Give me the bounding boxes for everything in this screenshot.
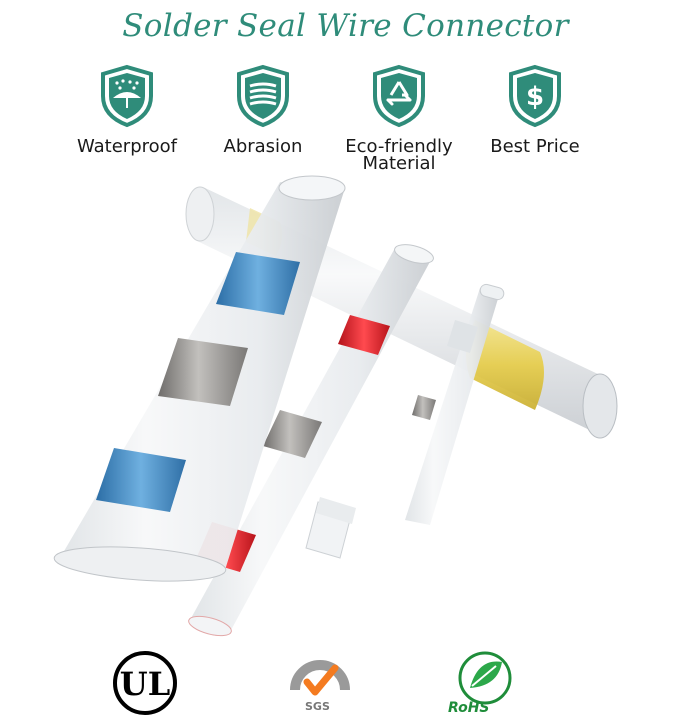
svg-text:$: $ bbox=[526, 82, 544, 112]
feature-label: Waterproof bbox=[76, 136, 177, 157]
feature-label: Eco-friendly Material bbox=[345, 136, 453, 174]
ul-text: UL bbox=[120, 665, 170, 703]
white-connector bbox=[305, 283, 505, 559]
ul-logo-icon: UL bbox=[113, 651, 177, 715]
blue-connector bbox=[53, 175, 346, 582]
feature-label: Abrasion bbox=[223, 136, 303, 157]
waterproof-shield-icon bbox=[101, 64, 153, 128]
feature-best-price: $ Best Price bbox=[460, 64, 610, 157]
abrasion-shield-icon bbox=[237, 64, 289, 128]
sgs-logo-icon bbox=[290, 660, 350, 696]
recycle-shield-icon bbox=[373, 64, 425, 128]
feature-abrasion: Abrasion bbox=[188, 64, 338, 157]
feature-waterproof: Waterproof bbox=[52, 64, 202, 157]
feature-eco-friendly: Eco-friendly Material bbox=[324, 64, 474, 174]
sgs-text: SGS bbox=[305, 700, 330, 713]
product-photo bbox=[53, 175, 618, 637]
rohs-text: RoHS bbox=[448, 700, 490, 716]
rohs-logo-icon bbox=[458, 651, 512, 705]
dollar-shield-icon: $ bbox=[509, 64, 561, 128]
feature-label: Best Price bbox=[490, 136, 580, 157]
page-title: Solder Seal Wire Connector bbox=[122, 8, 569, 44]
